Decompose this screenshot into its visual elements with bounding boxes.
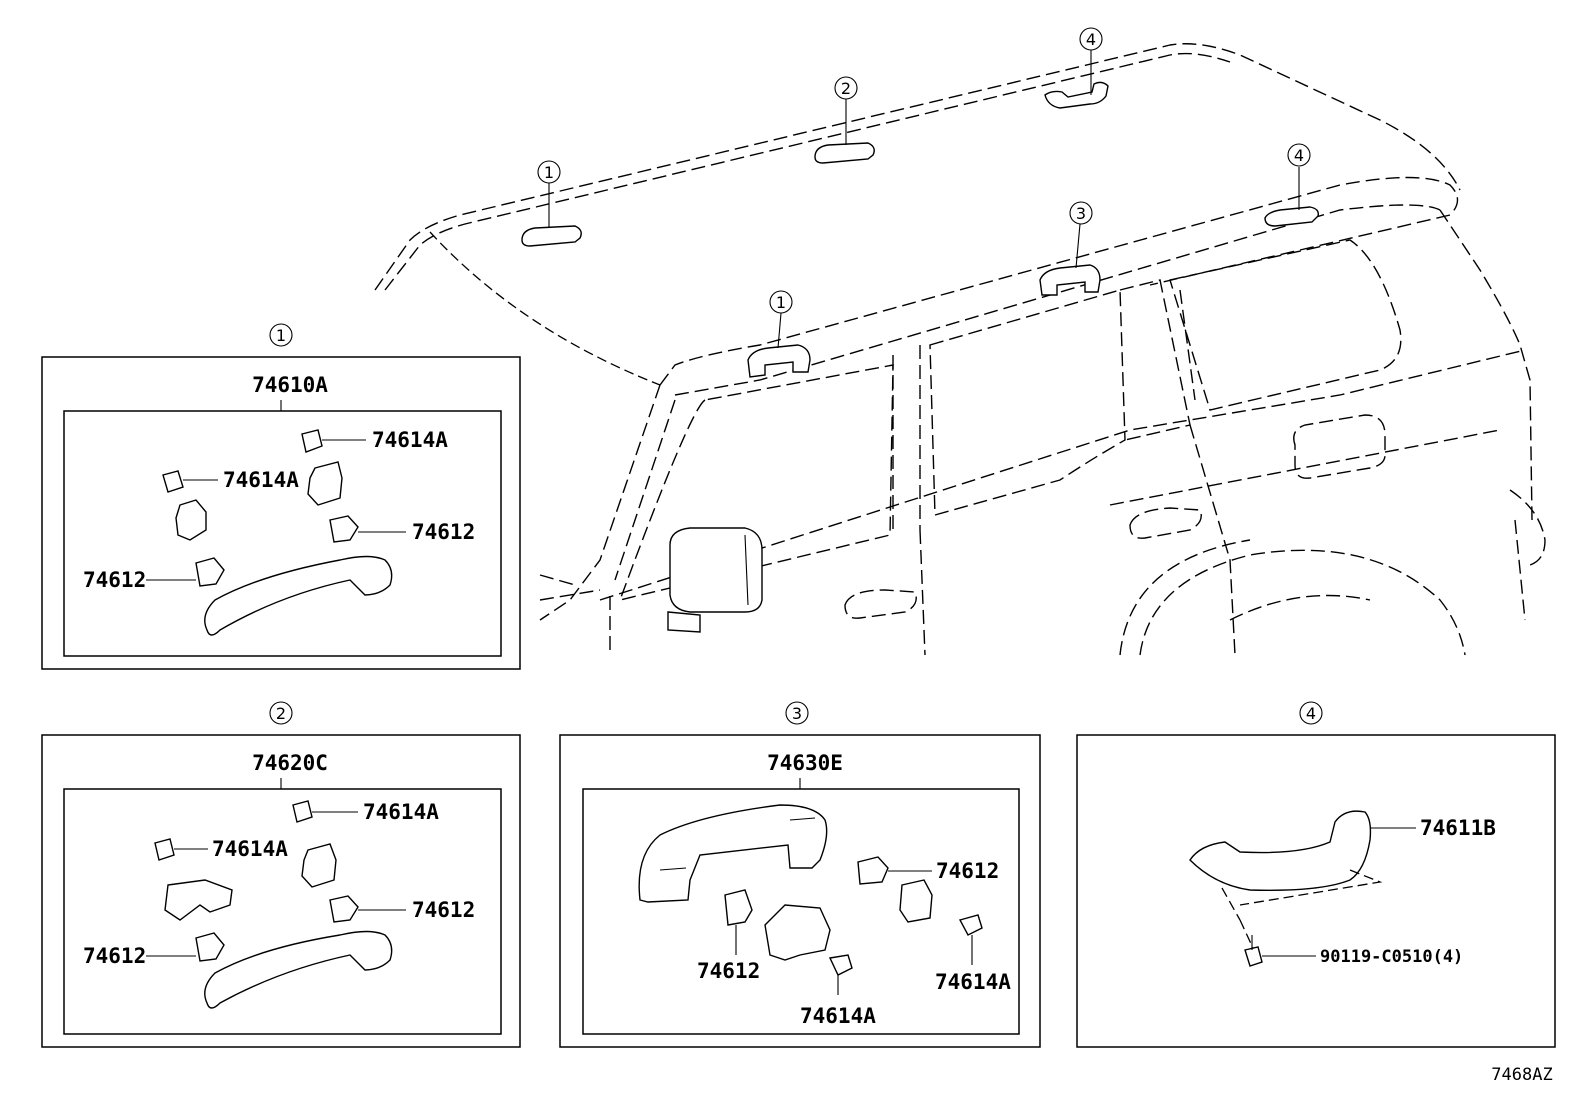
callout-number: 1 bbox=[776, 293, 786, 312]
bracket-icon bbox=[301, 843, 337, 888]
clip-icon bbox=[828, 954, 853, 976]
callout-1-roof-left: 1 bbox=[537, 160, 561, 184]
panel-4: 4 74611B 90119-C0510(4) bbox=[1076, 701, 1556, 1048]
panel-3-inner-frame bbox=[582, 788, 1020, 1035]
callout-3-roof: 3 bbox=[1069, 201, 1093, 225]
cap-icon bbox=[724, 889, 753, 926]
panel-1-clip-a-label: 74614A bbox=[372, 428, 448, 452]
grip-handle-icon bbox=[204, 930, 393, 1009]
cap-icon bbox=[195, 932, 225, 962]
cap-icon bbox=[329, 895, 359, 923]
callout-4-roof-far: 4 bbox=[1079, 27, 1103, 51]
callout-number: 4 bbox=[1294, 146, 1304, 165]
vehicle-illustration bbox=[374, 43, 1546, 656]
panel-3: 3 74630E 74612 74612 74614A 74614A bbox=[559, 701, 1041, 1048]
bracket-icon bbox=[764, 904, 831, 961]
bracket-icon bbox=[899, 879, 933, 923]
panel-1-outer-frame bbox=[41, 356, 521, 670]
cap-icon bbox=[329, 515, 359, 543]
panel-3-cap-a-label: 74612 bbox=[936, 859, 999, 883]
cap-icon bbox=[857, 856, 889, 885]
clip-icon bbox=[958, 914, 983, 936]
panel-2-cap-b-label: 74612 bbox=[83, 944, 146, 968]
clip-icon bbox=[162, 470, 184, 493]
panel-2-clip-b-label: 74614A bbox=[212, 837, 288, 861]
callout-number: 3 bbox=[1076, 204, 1086, 223]
panel-2: 2 74620C 74614A 74614A 74612 74612 bbox=[41, 701, 521, 1048]
panel-1: 1 74610A 74614A 74614A 74612 74612 bbox=[41, 323, 521, 670]
screw-icon bbox=[1244, 946, 1263, 967]
panel-4-grip-label: 74611B bbox=[1420, 816, 1496, 840]
callout-4-roof-rear: 4 bbox=[1287, 143, 1311, 167]
panel-4-outer-frame bbox=[1076, 734, 1556, 1048]
cap-icon bbox=[195, 557, 225, 587]
panel-1-number: 1 bbox=[276, 326, 286, 345]
panel-2-outer-frame bbox=[41, 734, 521, 1048]
panel-2-inner-frame bbox=[63, 788, 502, 1035]
panel-2-clip-a-label: 74614A bbox=[363, 800, 439, 824]
grip-handle-icon bbox=[1189, 810, 1372, 891]
grip-handle-icon bbox=[204, 555, 393, 636]
diagram-code: 7468AZ bbox=[1491, 1065, 1552, 1085]
panel-1-cap-b-label: 74612 bbox=[83, 568, 146, 592]
callout-number: 4 bbox=[1086, 30, 1096, 49]
panel-2-assembly-label: 74620C bbox=[252, 751, 328, 775]
bracket-icon bbox=[307, 461, 343, 506]
callout-2-roof: 2 bbox=[834, 76, 858, 100]
panel-1-clip-b-label: 74614A bbox=[223, 468, 299, 492]
panel-3-number: 3 bbox=[792, 704, 802, 723]
bracket-icon bbox=[164, 879, 233, 921]
callout-1-roof-front: 1 bbox=[769, 290, 793, 314]
panel-2-number: 2 bbox=[276, 704, 286, 723]
panel-3-assembly-label: 74630E bbox=[767, 751, 843, 775]
grip-handle-icon bbox=[638, 804, 828, 903]
panel-1-inner-frame bbox=[63, 410, 502, 657]
panel-3-outer-frame bbox=[559, 734, 1041, 1048]
clip-icon bbox=[292, 800, 313, 823]
panel-4-screw-label: 90119-C0510(4) bbox=[1320, 947, 1463, 967]
bracket-icon bbox=[175, 499, 207, 541]
panel-4-number: 4 bbox=[1306, 704, 1316, 723]
panel-1-cap-a-label: 74612 bbox=[412, 520, 475, 544]
panel-1-assembly-label: 74610A bbox=[252, 373, 328, 397]
panel-3-clip-a-label: 74614A bbox=[800, 1004, 876, 1028]
callout-number: 1 bbox=[544, 163, 554, 182]
clip-icon bbox=[301, 429, 323, 453]
panel-2-cap-a-label: 74612 bbox=[412, 898, 475, 922]
callout-number: 2 bbox=[841, 79, 851, 98]
clip-icon bbox=[154, 838, 175, 861]
panel-3-cap-b-label: 74612 bbox=[697, 959, 760, 983]
panel-3-clip-b-label: 74614A bbox=[935, 970, 1011, 994]
